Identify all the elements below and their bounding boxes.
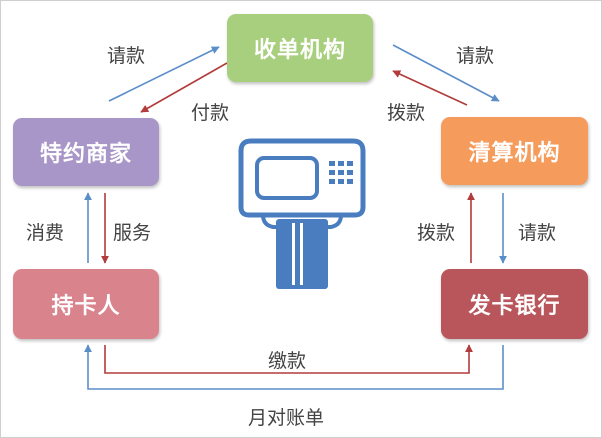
label-merchant-to-cardholder: 服务	[113, 222, 152, 244]
arrow-clearing-to-acquirer	[392, 70, 468, 106]
label-bank-to-clearing: 拨款	[417, 222, 456, 244]
arrow-acquirer-to-clearing	[392, 44, 500, 102]
label-acquirer-to-clearing: 请款	[456, 45, 495, 67]
arrow-merchant-to-acquirer	[108, 46, 220, 102]
label-clearing-to-acquirer: 拨款	[387, 102, 426, 124]
node-cardholder: 持卡人	[13, 269, 159, 339]
node-issuing-bank: 发卡银行	[441, 269, 588, 339]
node-acquirer: 收单机构	[227, 14, 373, 82]
arrow-acquirer-to-merchant	[140, 62, 228, 113]
node-clearing: 清算机构	[441, 117, 588, 185]
label-clearing-to-bank: 请款	[518, 222, 557, 244]
label-merchant-to-acquirer: 请款	[107, 45, 146, 67]
label-cardholder-to-bank: 缴款	[268, 350, 307, 372]
arrow-cardholder-to-bank	[104, 344, 473, 374]
label-cardholder-to-merchant: 消费	[26, 222, 65, 244]
label-acquirer-to-merchant: 付款	[191, 102, 230, 124]
arrow-bank-to-cardholder	[84, 344, 504, 390]
label-bank-to-cardholder: 月对账单	[248, 407, 325, 429]
pos-terminal-icon	[238, 138, 366, 289]
node-merchant: 特约商家	[13, 118, 159, 186]
